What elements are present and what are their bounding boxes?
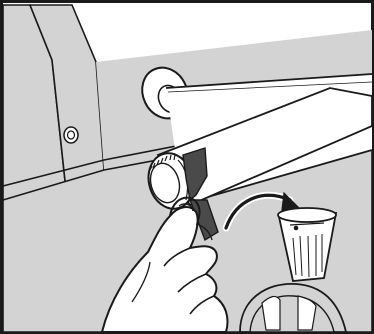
screw-hole	[64, 127, 78, 143]
